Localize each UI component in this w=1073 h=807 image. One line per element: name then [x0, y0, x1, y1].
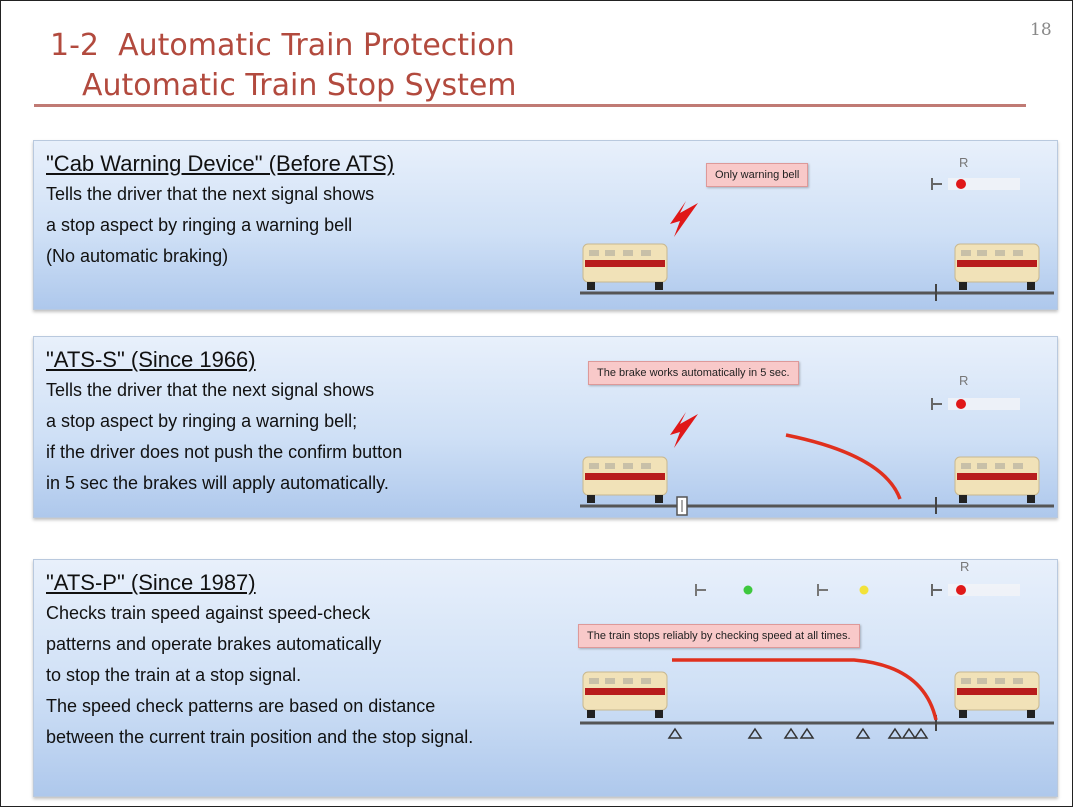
signal-icon [695, 584, 753, 596]
transponder-icon [887, 727, 903, 739]
panel-ats-s: "ATS-S" (Since 1966) Tells the driver th… [33, 336, 1058, 518]
transponder-icon [676, 496, 688, 516]
panel-line: to stop the train at a stop signal. [46, 665, 302, 685]
panel-line: in 5 sec the brakes will apply automatic… [46, 473, 389, 493]
page-number: 18 [1030, 20, 1052, 40]
panel-line: (No automatic braking) [46, 246, 229, 266]
train-icon [582, 243, 668, 290]
callout-brake-5-sec: The brake works automatically in 5 sec. [588, 361, 799, 385]
panel-title: "ATS-P" (Since 1987) [46, 570, 256, 595]
train-icon [582, 671, 668, 718]
train-icon [954, 456, 1040, 503]
lightning-icon [670, 412, 698, 448]
green-signal-light [743, 585, 753, 595]
panel-line: a stop aspect by ringing a warning bell; [46, 411, 358, 431]
panel-line: Tells the driver that the next signal sh… [46, 184, 375, 204]
red-signal-light [956, 179, 966, 189]
panel-line: Checks train speed against speed-check [46, 603, 371, 623]
panel-cab-warning: "Cab Warning Device" (Before ATS) Tells … [33, 140, 1058, 310]
panel-line: if the driver does not push the confirm … [46, 442, 403, 462]
panel-line: patterns and operate brakes automaticall… [46, 634, 382, 654]
signal-label: R [959, 155, 969, 170]
signal-label: R [959, 373, 969, 388]
callout-only-warning-bell: Only warning bell [706, 163, 809, 187]
signal-icon [931, 584, 1020, 596]
transponder-icon [855, 727, 871, 739]
panel-line: The speed check patterns are based on di… [46, 696, 436, 716]
train-icon [954, 671, 1040, 718]
yellow-signal-light [859, 585, 869, 595]
speed-check-pattern-curve [672, 658, 938, 721]
title-line-2: Automatic Train Stop System [82, 68, 517, 103]
panel-line: a stop aspect by ringing a warning bell [46, 215, 353, 235]
transponder-icon [799, 727, 815, 739]
panel-line: Tells the driver that the next signal sh… [46, 380, 375, 400]
signal-icon [817, 584, 869, 596]
title-line-1: 1-2 Automatic Train Protection [50, 28, 515, 63]
transponder-markers [667, 727, 929, 739]
red-signal-light [956, 399, 966, 409]
panel-text: "Cab Warning Device" (Before ATS) Tells … [46, 149, 394, 272]
signal-label: R [960, 559, 970, 574]
callout-stops-reliably: The train stops reliably by checking spe… [578, 624, 860, 648]
panel-text: "ATS-P" (Since 1987) Checks train speed … [46, 568, 473, 753]
train-icon [954, 243, 1040, 290]
scene-cab-warning [580, 178, 1054, 301]
title-divider [34, 104, 1026, 107]
transponder-icon [913, 727, 929, 739]
panel-ats-p: "ATS-P" (Since 1987) Checks train speed … [33, 559, 1058, 797]
transponder-icon [901, 727, 917, 739]
train-icon [582, 456, 668, 503]
scene-ats-p [580, 584, 1054, 739]
panel-line: between the current train position and t… [46, 727, 474, 747]
signal-icon [931, 398, 1020, 410]
braking-curve [785, 433, 902, 500]
transponder-icon [783, 727, 799, 739]
panel-title: "ATS-S" (Since 1966) [46, 347, 256, 372]
signal-icon [931, 178, 1020, 190]
transponder-icon [747, 727, 763, 739]
panel-title: "Cab Warning Device" (Before ATS) [46, 151, 395, 176]
transponder-icon [667, 727, 683, 739]
red-signal-light [956, 585, 966, 595]
lightning-icon [670, 201, 698, 237]
scene-ats-s [580, 398, 1054, 516]
panel-text: "ATS-S" (Since 1966) Tells the driver th… [46, 345, 402, 499]
